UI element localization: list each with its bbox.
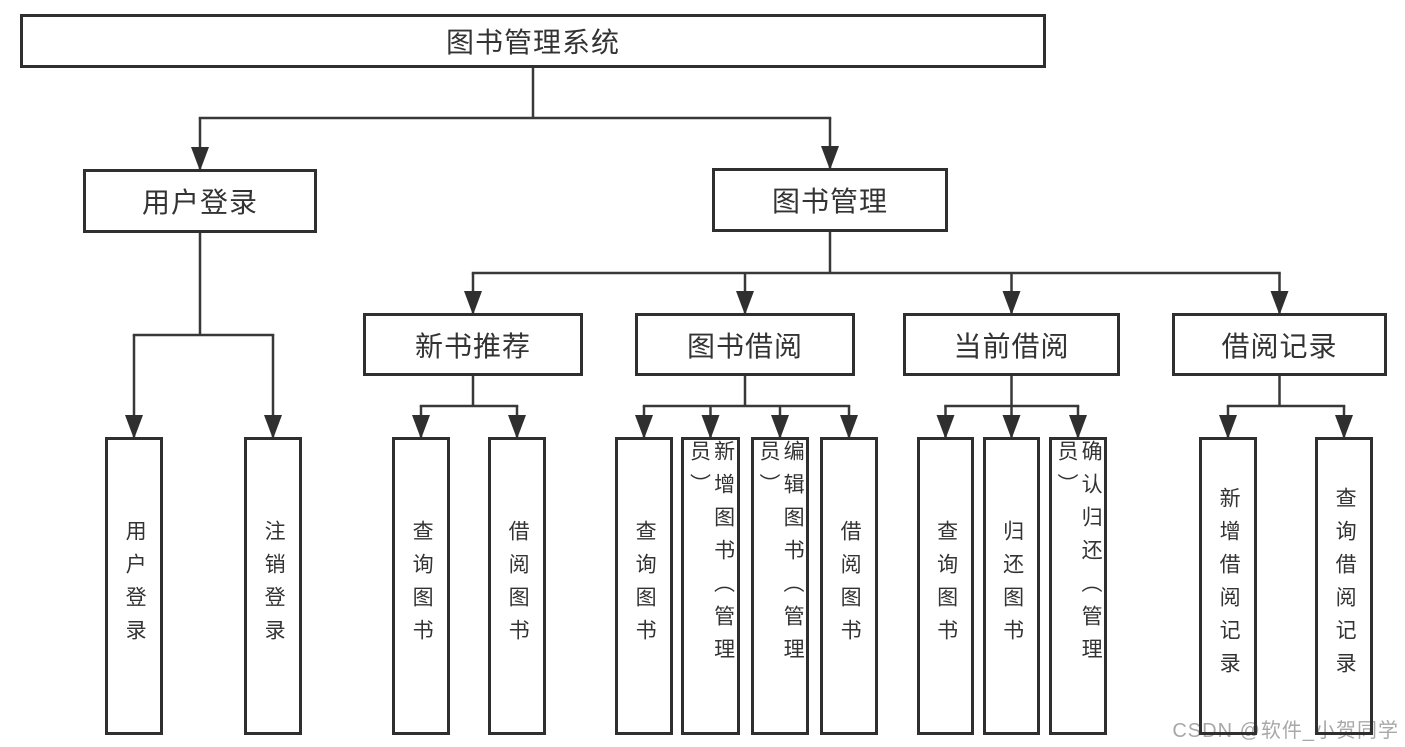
arrow-down-icon	[701, 415, 720, 439]
node-leaf-query-books-1: 查询图书	[392, 437, 450, 735]
node-label: 当前借阅	[953, 330, 1070, 362]
node-label: 新增图书（管理员）	[687, 440, 735, 671]
rotated-paren: ）	[1055, 473, 1078, 506]
node-borrowing-records: 借阅记录	[1172, 313, 1387, 376]
node-label: 图书管理	[771, 186, 888, 217]
node-label: 用户登录	[123, 520, 147, 652]
node-label: 注销登录	[262, 520, 286, 652]
arrow-down-icon	[1069, 415, 1087, 439]
arrow-down-icon	[1270, 291, 1289, 315]
node-label: 借阅图书	[838, 520, 862, 652]
node-book-borrowing: 图书借阅	[635, 313, 855, 376]
node-leaf-confirm-return-admin: 确认归还（管理员）	[1049, 437, 1107, 735]
node-label: 编辑图书（管理员）	[757, 440, 805, 671]
watermark: CSDN @软件_小贺同学	[1172, 720, 1399, 742]
node-leaf-query-books-2: 查询图书	[615, 437, 673, 735]
node-label: 归还图书	[1000, 520, 1024, 652]
node-leaf-return-books: 归还图书	[983, 437, 1040, 735]
arrow-down-icon	[840, 415, 858, 439]
arrow-down-icon	[1002, 415, 1021, 439]
node-label: 图书管理系统	[445, 27, 620, 58]
arrow-down-icon	[508, 415, 526, 439]
rotated-paren: ）	[687, 473, 711, 506]
arrow-down-icon	[264, 415, 282, 439]
node-leaf-add-borrow-record: 新增借阅记录	[1199, 437, 1257, 735]
arrow-down-icon	[635, 415, 653, 439]
node-book-management: 图书管理	[712, 168, 948, 232]
arrow-down-icon	[125, 415, 143, 439]
node-label: 图书借阅	[686, 330, 803, 362]
node-label: 查询图书	[633, 520, 657, 652]
arrow-down-icon	[191, 147, 209, 171]
node-label: 用户登录	[141, 187, 258, 218]
node-label: 查询图书	[934, 520, 958, 652]
node-label: 确认归还（管理员）	[1055, 440, 1103, 671]
node-label: 借阅图书	[506, 520, 530, 652]
node-leaf-borrow-books-1: 借阅图书	[488, 437, 546, 735]
node-label: 借阅记录	[1221, 330, 1338, 362]
arrow-down-icon	[736, 291, 754, 315]
node-leaf-edit-books-admin: 编辑图书（管理员）	[751, 437, 809, 735]
node-library-management-system: 图书管理系统	[20, 14, 1046, 68]
rotated-paren: ）	[757, 473, 780, 506]
node-leaf-add-books-admin: 新增图书（管理员）	[681, 437, 740, 735]
node-leaf-query-borrow-record: 查询借阅记录	[1315, 437, 1373, 735]
arrow-down-icon	[936, 415, 955, 439]
arrow-down-icon	[821, 146, 839, 170]
node-user-login: 用户登录	[83, 169, 317, 233]
arrow-down-icon	[1219, 415, 1237, 439]
arrow-down-icon	[464, 291, 482, 315]
node-label: 查询借阅记录	[1333, 487, 1357, 685]
node-current-borrowing: 当前借阅	[903, 313, 1120, 376]
rotated-paren: （	[1079, 572, 1103, 605]
arrow-down-icon	[1002, 291, 1021, 315]
rotated-paren: （	[781, 572, 805, 605]
node-label: 查询图书	[410, 520, 434, 652]
node-label: 新书推荐	[414, 330, 531, 362]
node-leaf-borrow-books-2: 借阅图书	[820, 437, 878, 735]
node-new-book-recommend: 新书推荐	[363, 313, 583, 376]
node-label: 新增借阅记录	[1217, 487, 1241, 685]
arrow-down-icon	[1335, 415, 1353, 439]
arrow-down-icon	[412, 415, 430, 439]
node-leaf-logout: 注销登录	[244, 437, 302, 735]
rotated-paren: （	[711, 572, 735, 605]
node-leaf-query-books-3: 查询图书	[917, 437, 974, 735]
node-leaf-user-login: 用户登录	[105, 437, 163, 735]
arrow-down-icon	[771, 415, 789, 439]
